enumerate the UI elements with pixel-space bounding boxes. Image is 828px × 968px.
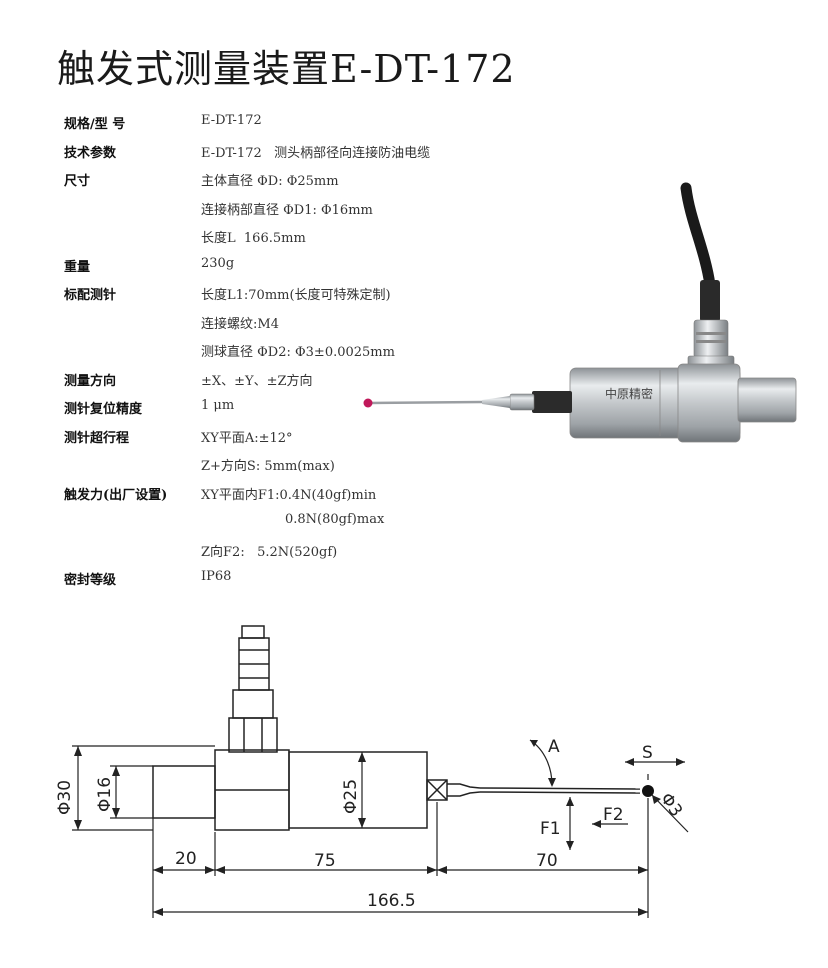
spec-value: 连接螺纹:M4 — [201, 316, 279, 332]
label-S: S — [642, 743, 653, 763]
spec-row: 标配测针 长度L1:70mm(长度可特殊定制) — [64, 284, 544, 313]
connector — [693, 319, 729, 359]
spec-value: Z+方向S: 5mm(max) — [201, 459, 335, 474]
label-phi25: Φ25 — [341, 779, 361, 814]
dim-75: 75 — [314, 851, 336, 871]
spec-label: 技术参数 — [64, 145, 117, 161]
cable-boot — [700, 280, 720, 322]
spec-row: 测量方向 ±X、±Y、±Z方向 — [64, 370, 544, 399]
spec-row: 重量 230g — [64, 256, 544, 285]
stylus — [369, 400, 483, 405]
label-phi16: Φ16 — [95, 777, 115, 812]
spec-value: 0.8N(80gf)max — [285, 512, 385, 527]
spec-value: E-DT-172 测头柄部径向连接防油电缆 — [201, 145, 431, 161]
spec-row: 连接柄部直径 ΦD1: Φ16mm — [64, 199, 544, 228]
spec-row: 规格/型 号 E-DT-172 — [64, 113, 544, 142]
spec-value: Z向F2: 5.2N(520gf) — [201, 544, 338, 560]
page-title: 触发式测量装置E-DT-172 — [57, 47, 516, 91]
label-F2: F2 — [603, 805, 624, 825]
spec-table: 规格/型 号 E-DT-172 技术参数 E-DT-172 测头柄部径向连接防油电缆尺… — [64, 113, 544, 598]
spec-label: 标配测针 — [64, 288, 117, 303]
spec-label: 测针复位精度 — [64, 402, 143, 417]
spec-row: 测球直径 ΦD2: Φ3±0.0025mm — [64, 341, 544, 370]
spec-label: 尺寸 — [64, 174, 91, 189]
dimension-drawing: Φ30 Φ16 Φ25 Φ3 A S F1 F2 20 75 70 166.5 — [55, 625, 689, 918]
spec-row: Z向F2: 5.2N(520gf) — [64, 541, 544, 570]
label-F1: F1 — [540, 819, 561, 839]
spec-label: 触发力(出厂设置) — [64, 487, 168, 503]
spec-label: 重量 — [64, 259, 91, 275]
spec-row: 连接螺纹:M4 — [64, 313, 544, 342]
spec-row: 0.8N(80gf)max — [64, 512, 544, 541]
spec-value: 主体直径 ΦD: Φ25mm — [201, 174, 339, 189]
spec-row: 尺寸 主体直径 ΦD: Φ25mm — [64, 170, 544, 199]
spec-value: 230g — [201, 255, 235, 271]
dim-total: 166.5 — [367, 891, 416, 911]
spec-row: 长度L 166.5mm — [64, 227, 544, 256]
label-A: A — [548, 737, 560, 757]
spec-label: 测量方向 — [64, 373, 117, 389]
spec-value: XY平面A:±12° — [201, 430, 293, 446]
spec-row: 技术参数 E-DT-172 测头柄部径向连接防油电缆 — [64, 142, 544, 171]
spec-row: 触发力(出厂设置) XY平面内F1:0.4N(40gf)min — [64, 484, 544, 513]
drawing-ball — [642, 785, 654, 797]
spec-value: 长度L 166.5mm — [201, 231, 306, 246]
label-phi30: Φ30 — [55, 780, 75, 815]
spec-value: XY平面内F1:0.4N(40gf)min — [201, 487, 377, 503]
logo-text: 中原精密 — [605, 386, 653, 401]
spec-row: 测针复位精度 1 μm — [64, 398, 544, 427]
spec-row: Z+方向S: 5mm(max) — [64, 455, 544, 484]
spec-value: 长度L1:70mm(长度可特殊定制) — [201, 288, 391, 303]
stylus-ball — [363, 398, 373, 408]
spec-row: 测针超行程 XY平面A:±12° — [64, 427, 544, 456]
spec-value: 连接柄部直径 ΦD1: Φ16mm — [201, 202, 373, 218]
stylus-holder — [532, 391, 572, 413]
spec-value: E-DT-172 — [201, 113, 262, 128]
cable — [680, 182, 716, 291]
product-photo: 中原精密 — [363, 182, 797, 443]
spec-value: 1 μm — [201, 398, 235, 413]
probe-shank — [737, 377, 797, 423]
dim-70: 70 — [536, 851, 558, 871]
spec-row: 密封等级 IP68 — [64, 569, 544, 598]
spec-value: IP68 — [201, 569, 232, 584]
spec-value: 测球直径 ΦD2: Φ3±0.0025mm — [201, 345, 395, 360]
spec-label: 测针超行程 — [64, 430, 130, 446]
spec-label: 密封等级 — [64, 573, 117, 588]
dim-20: 20 — [175, 849, 197, 869]
spec-value: ±X、±Y、±Z方向 — [201, 373, 313, 389]
spec-label: 规格/型 号 — [64, 117, 126, 132]
label-phi3: Φ3 — [656, 789, 686, 820]
